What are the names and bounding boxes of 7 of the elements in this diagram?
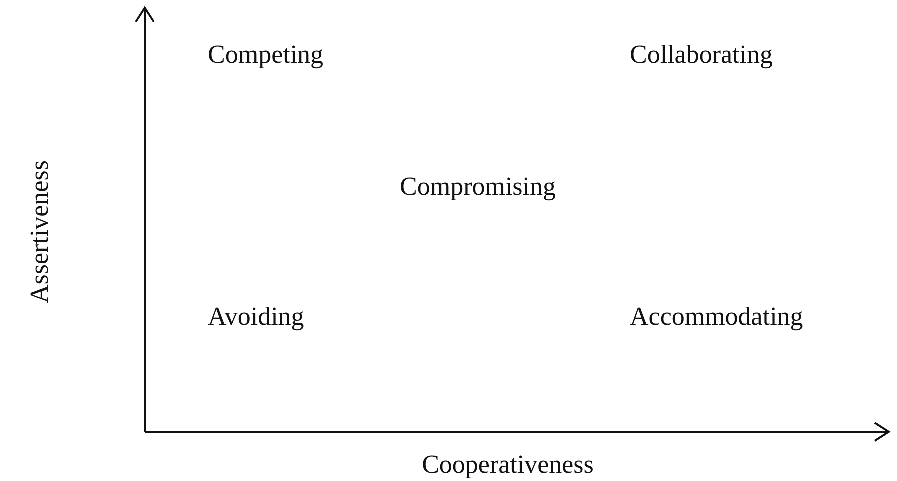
axis-title: Cooperativeness	[422, 450, 594, 480]
strategy-label: Accommodating	[630, 302, 804, 332]
strategy-label: Collaborating	[630, 40, 773, 70]
strategy-label: Avoiding	[208, 302, 304, 332]
strategy-label: Compromising	[400, 172, 556, 202]
strategy-label: Competing	[208, 40, 324, 70]
axis-title: Assertiveness	[25, 160, 55, 304]
